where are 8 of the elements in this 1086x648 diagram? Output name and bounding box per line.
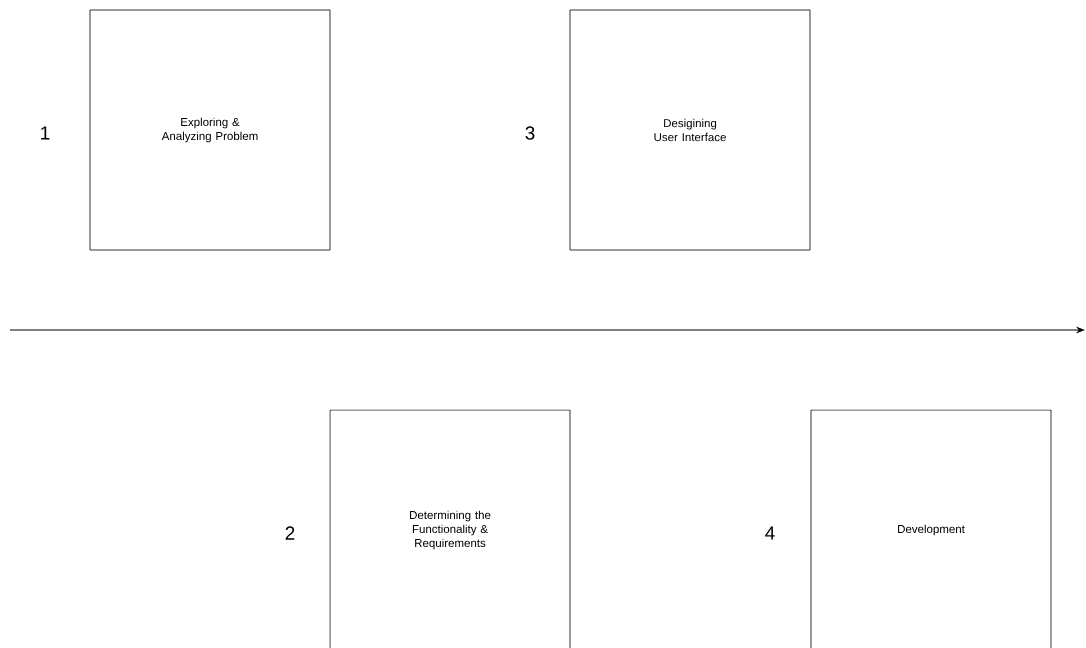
step-number: 2 — [285, 526, 295, 540]
step-box: Desigining User Interface — [569, 9, 811, 251]
step-box: Determining the Functionality & Requirements — [329, 409, 571, 648]
step-box: Development — [810, 409, 1052, 648]
step-number: 4 — [765, 526, 775, 540]
step-number: 3 — [525, 126, 535, 140]
step-box: Exploring & Analyzing Problem — [89, 9, 331, 251]
step-number: 1 — [41, 126, 50, 140]
